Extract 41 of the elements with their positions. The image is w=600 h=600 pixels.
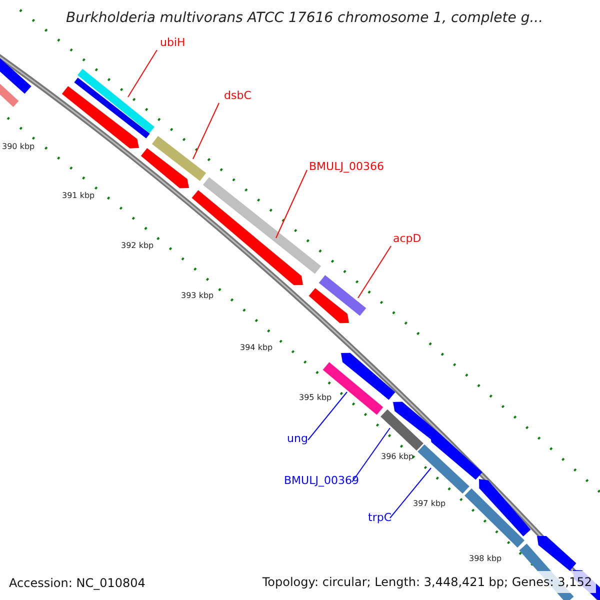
position-label: 390 kbp	[2, 142, 35, 152]
position-label: 391 kbp	[62, 191, 95, 201]
gene-label: ubiH	[160, 36, 186, 50]
gene-feature-bar	[192, 190, 303, 286]
leader-line	[128, 50, 158, 98]
gene-feature-bar	[464, 488, 524, 548]
gene-feature-bar	[78, 68, 154, 134]
leader-line	[358, 246, 392, 298]
gene-feature-bar	[318, 275, 366, 316]
leader-line	[352, 428, 390, 482]
gene-feature-bar	[74, 78, 150, 138]
gene-label: trpC	[368, 511, 392, 525]
gene-feature-bar	[380, 409, 424, 451]
position-label: 392 kbp	[121, 241, 154, 251]
gene-feature-bar	[152, 136, 206, 181]
leader-line	[390, 468, 432, 518]
gene-label: acpD	[393, 232, 422, 246]
leader-line	[192, 102, 220, 160]
gene-label: ung	[287, 432, 308, 446]
gene-label: BMULJ_00366	[309, 160, 384, 174]
position-label: 393 kbp	[181, 291, 214, 301]
gene-feature-bar	[308, 288, 349, 324]
leader-line	[308, 392, 348, 440]
gene-label: dsbC	[224, 89, 252, 103]
gene-feature-bar	[418, 444, 470, 494]
gene-feature-bar	[202, 177, 322, 274]
gene-feature-bar	[393, 402, 440, 441]
title: Burkholderia multivorans ATCC 17616 chromosome 1, complete g...	[66, 9, 544, 28]
accession-text: Accession: NC_010804	[9, 575, 146, 592]
leader-line	[276, 170, 308, 238]
position-label: 397 kbp	[413, 499, 446, 509]
position-label: 398 kbp	[469, 554, 502, 564]
position-label: 395 kbp	[299, 393, 332, 403]
gene-label: BMULJ_00369	[284, 474, 359, 488]
gene-feature-bar	[62, 86, 139, 148]
gene-feature-bar	[479, 479, 531, 536]
position-label: 396 kbp	[381, 452, 414, 462]
position-label: 394 kbp	[240, 343, 273, 353]
gene-feature-bar	[341, 352, 396, 400]
gene-feature-bar	[430, 433, 482, 480]
gene-feature-bar	[140, 148, 189, 188]
